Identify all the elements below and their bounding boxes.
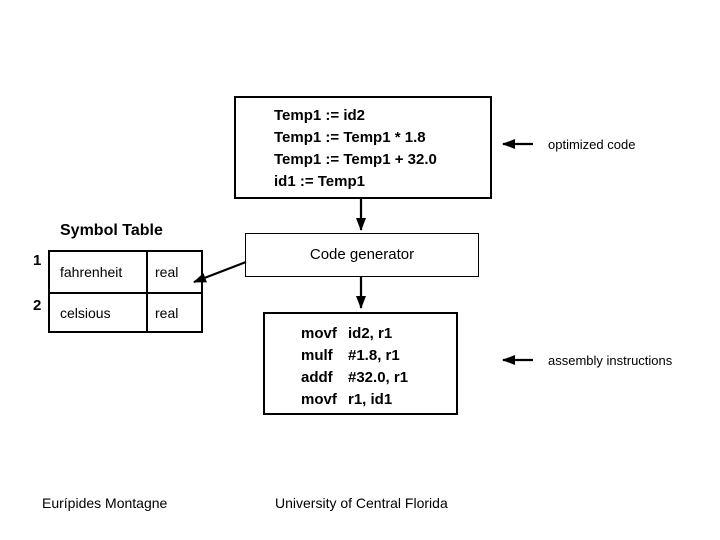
assembly-line: movf r1, id1 (301, 389, 456, 411)
symbol-type-cell: real (146, 292, 203, 333)
code-line: id1 := Temp1 (274, 173, 365, 190)
symbol-table-row: celsious real (48, 292, 203, 333)
symbol-name-cell: fahrenheit (48, 250, 148, 294)
footer-author: Eurípides Montagne (42, 495, 168, 511)
symbol-table: fahrenheit real celsious real (48, 250, 203, 333)
code-line: Temp1 := id2 (274, 107, 365, 124)
assembly-line: addf #32.0, r1 (301, 367, 456, 389)
symbol-table-row-index: 2 (33, 297, 42, 314)
code-line: Temp1 := Temp1 * 1.8 (274, 129, 426, 146)
assembly-operands: id2, r1 (348, 325, 393, 342)
optimized-code-label: optimized code (548, 137, 636, 152)
code-generator-box: Code generator (245, 233, 479, 277)
assembly-code-box: movf id2, r1 mulf #1.8, r1 addf #32.0, r1 m… (263, 312, 458, 415)
symbol-table-row-index: 1 (33, 252, 42, 269)
assembly-operands: r1, id1 (348, 391, 393, 408)
symbol-type-cell: real (146, 250, 203, 294)
code-line: Temp1 := Temp1 + 32.0 (274, 151, 437, 168)
assembly-operands: #32.0, r1 (348, 369, 409, 386)
symbol-name-cell: celsious (48, 292, 148, 333)
assembly-opcode: mulf (301, 347, 333, 364)
footer-institution: University of Central Florida (275, 495, 448, 511)
assembly-line: movf id2, r1 (301, 323, 456, 345)
symbol-table-row: fahrenheit real (48, 250, 203, 294)
assembly-opcode: movf (301, 391, 337, 408)
assembly-opcode: addf (301, 369, 333, 386)
assembly-opcode: movf (301, 325, 337, 342)
assembly-operands: #1.8, r1 (348, 347, 400, 364)
symbol-table-title: Symbol Table (60, 222, 163, 239)
assembly-line: mulf #1.8, r1 (301, 345, 456, 367)
assembly-instructions-label: assembly instructions (548, 353, 673, 368)
optimized-code-box: Temp1 := id2 Temp1 := Temp1 * 1.8 Temp1 … (234, 96, 492, 199)
code-generator-label: Code generator (309, 246, 415, 263)
